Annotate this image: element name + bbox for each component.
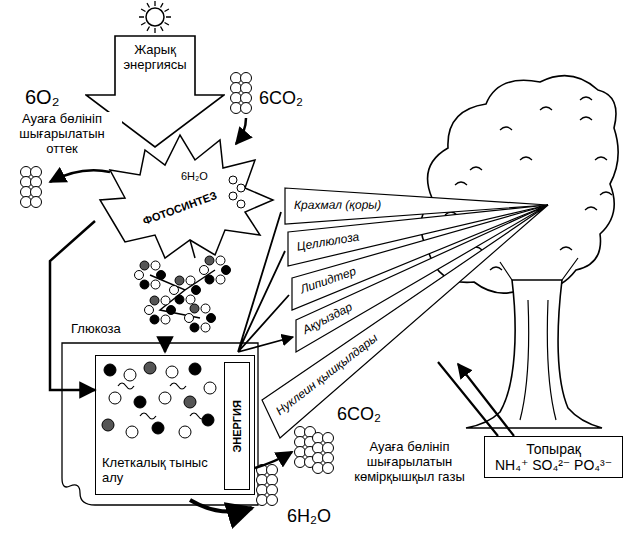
sun [146,8,164,26]
soil-box: ТопырақNH₄⁺ SO₄²⁻ PO₄³⁻ [484,436,623,478]
label: 6CO₂ [258,88,304,109]
band [296,205,548,352]
node-label: Жарық энергиясы [115,43,195,73]
connector [50,221,95,390]
water-molecule [229,176,237,184]
organelle [159,392,171,404]
co2-molecules [231,73,252,114]
label: Ауаға бөлініп шығарылатын оттек [2,112,122,157]
organelle [126,426,138,438]
band [262,205,548,438]
organelle [102,419,114,431]
organelle [179,426,191,438]
organelle [184,396,196,408]
glucose-ring [185,304,216,332]
node-label: Топырақ [495,441,612,457]
organelle [124,369,136,381]
glucose-ring [170,276,201,304]
band-label: Целлюлоза [295,230,361,254]
bark-lines [500,258,578,420]
leaf-stem [190,240,195,258]
energy-band: ЭНЕРГИЯ [224,362,250,490]
band-label: Крахмал (қоры) [293,199,382,213]
glucose-ring [200,256,231,284]
process-box: ЭНЕРГИЯ Клеткалық тыныс алу [95,355,255,495]
water-molecule [237,184,245,192]
arrow [164,337,167,352]
co2-molecules [313,433,334,474]
arrow [50,170,110,182]
leaf: ФОТОСИНТЕЗ6H₂O [95,130,275,260]
sun-rays [139,1,171,33]
organelle [189,363,201,375]
tree-trunk [466,280,602,428]
arrow [255,452,292,468]
organelle [202,414,214,426]
water-molecule [229,192,237,200]
label: Глюкоза [70,322,122,337]
organelle [144,362,156,374]
band-label: Липидтер [297,265,358,298]
frame [62,343,258,505]
cell-interior [102,362,216,438]
node-label: 6H₂O [181,170,208,183]
organelle [134,396,146,408]
arrow [190,500,252,512]
band-label: Ақуыздар [300,300,356,338]
glucose-ring [145,296,176,324]
water-molecules [257,465,278,506]
leaf-shape [95,130,275,260]
label: 6CO₂ [336,404,382,425]
organelle [166,366,178,378]
organelle [204,382,216,394]
label: Ауаға бөлініп шығарылатын көмірқышқыл га… [336,440,483,485]
oxygen-molecules [21,167,42,208]
leaf-outline [100,135,273,258]
organelle [104,364,116,376]
label: 6H₂O [286,506,332,527]
organelle [109,392,121,404]
node-label: ЭНЕРГИЯ [230,400,243,453]
node-label: Клеткалық тыныс алу [102,456,220,486]
arrow [438,362,514,436]
organelle [152,422,164,434]
arrow [236,118,246,144]
membrane-squiggle [118,383,206,419]
node-label: NH₄⁺ SO₄²⁻ PO₄³⁻ [495,457,612,473]
water-molecule [237,200,245,208]
label: 6O₂ [24,86,60,109]
glucose-ring [135,261,166,289]
